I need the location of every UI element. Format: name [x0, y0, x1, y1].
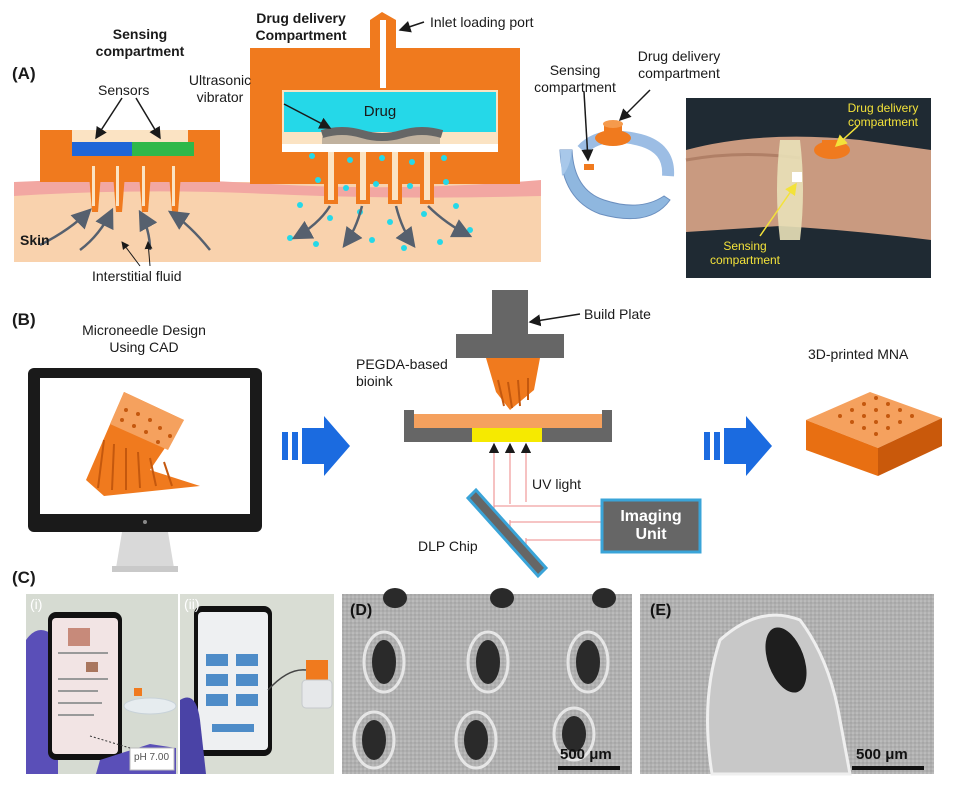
interstitial-label: Interstitial fluid — [92, 268, 182, 284]
uv-light-label: UV light — [532, 476, 582, 492]
drug-compartment-diagram — [250, 12, 520, 251]
wrist-photo — [685, 98, 931, 278]
skin-label: Skin — [20, 232, 50, 248]
ultrasonic-label-1: Ultrasonic — [188, 72, 252, 88]
phone-photo-i — [26, 594, 178, 774]
device-drug-1: Drug delivery — [637, 48, 721, 64]
panel-c-letter: (C) — [12, 568, 36, 587]
printer-apparatus — [404, 290, 702, 579]
bioink-label-1: PEGDA-based — [356, 356, 448, 372]
monitor — [28, 368, 262, 572]
ultrasonic-label-2: vibrator — [196, 89, 244, 105]
mna-label: 3D-printed MNA — [808, 346, 909, 362]
device-sensing-2: compartment — [534, 79, 616, 95]
dlp-chip-label: DLP Chip — [418, 538, 478, 554]
sensor-blue — [72, 142, 132, 156]
photo-sensing-1: Sensing — [723, 239, 767, 253]
ph-label: pH 7.00 — [134, 752, 170, 763]
photo-sensing-2: compartment — [709, 253, 781, 267]
sub-i-label: (i) — [30, 596, 43, 612]
sub-ii-label: (ii) — [184, 596, 200, 612]
drug-title-2: Compartment — [255, 27, 347, 43]
build-plate-label: Build Plate — [584, 306, 651, 322]
printed-mna — [806, 392, 942, 476]
cad-title-1: Microneedle Design — [82, 322, 206, 338]
imaging-unit-2: Unit — [635, 526, 667, 543]
wearable-device-render — [559, 89, 675, 220]
drug-label: Drug — [363, 103, 397, 120]
sem-image-e — [640, 594, 934, 776]
photo-drug-2: compartment — [847, 115, 919, 129]
panel-b-letter: (B) — [12, 310, 36, 329]
device-drug-2: compartment — [638, 65, 720, 81]
phone-photo-ii — [180, 594, 334, 774]
panel-e-letter: (E) — [650, 602, 672, 619]
cad-title-2: Using CAD — [109, 339, 179, 355]
sensing-compartment-diagram — [39, 97, 220, 267]
bioink-label-2: bioink — [356, 373, 393, 389]
panel-a-letter: (A) — [12, 64, 36, 83]
sensing-title-1: Sensing — [112, 26, 168, 42]
scale-e: 500 μm — [856, 746, 908, 763]
panel-d-letter: (D) — [350, 602, 373, 619]
device-sensing-1: Sensing — [549, 62, 601, 78]
process-arrow-2 — [704, 416, 772, 476]
photo-drug-1: Drug delivery — [847, 101, 919, 115]
sem-image-d — [342, 588, 632, 774]
process-arrow-1 — [282, 416, 350, 476]
scale-d: 500 μm — [560, 746, 612, 763]
imaging-unit-1: Imaging — [620, 508, 682, 525]
sensor-green — [132, 142, 194, 156]
sensors-label: Sensors — [98, 82, 150, 98]
drug-title-1: Drug delivery — [256, 10, 346, 26]
inlet-label: Inlet loading port — [430, 14, 534, 30]
sensing-title-2: compartment — [95, 43, 185, 59]
